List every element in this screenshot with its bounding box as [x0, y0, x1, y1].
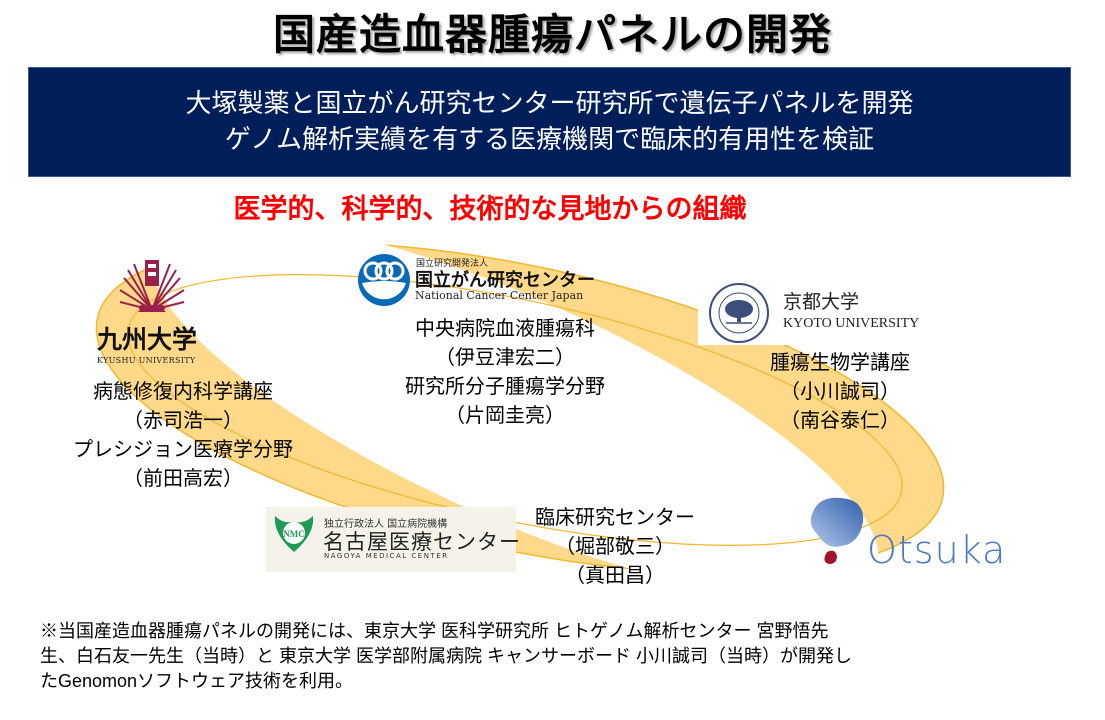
footnote-line: たGenomonソフトウェア技術を利用。 [40, 671, 354, 691]
team-line: プレシジョン医療学分野 [73, 437, 293, 461]
team-line: 臨床研究センター [535, 505, 695, 529]
banner-line-1: 大塚製薬と国立がん研究センター研究所で遺伝子パネルを開発 [185, 89, 914, 119]
team-line: 病態修復内科学講座 [93, 379, 273, 403]
team-line: 研究所分子腫瘍学分野 [405, 374, 605, 398]
team-line: 中央病院血液腫瘍科 [415, 316, 595, 340]
summary-banner: 大塚製薬と国立がん研究センター研究所で遺伝子パネルを開発 ゲノム解析実績を有する… [28, 67, 1071, 177]
team-line: （赤司浩一） [123, 408, 243, 432]
team-line: （前田高宏） [123, 466, 243, 490]
kyoto-emblem-icon [709, 283, 769, 343]
page-title: 国産造血器腫瘍パネルの開発 [272, 10, 832, 59]
otsuka-logo-text: Otsuka [867, 528, 1007, 572]
team-line: （南谷泰仁） [780, 408, 900, 432]
kyoto-logo-en: KYOTO UNIVERSITY [783, 316, 920, 331]
team-line: （片岡圭亮） [445, 403, 565, 427]
nagoya-team: 臨床研究センター （堀部敬三） （真田昌） [520, 503, 710, 590]
team-line: （真田昌） [565, 563, 665, 587]
footnote-line: ※当国産造血器腫瘍パネルの開発には、東京大学 医科学研究所 ヒトゲノム解析センタ… [40, 621, 829, 641]
ncc-logo-en: National Cancer Center Japan [415, 289, 584, 302]
kyushu-emblem-icon [119, 260, 185, 312]
svg-text:NMC: NMC [283, 529, 305, 539]
ncc-logo-sub: 国立研究開発法人 [416, 259, 489, 269]
nmc-emblem-icon: NMC [274, 516, 314, 552]
kyoto-logo-name: 京都大学 [783, 291, 860, 313]
ncc-team: 中央病院血液腫瘍科 （伊豆津宏二） 研究所分子腫瘍学分野 （片岡圭亮） [375, 314, 635, 430]
organization-subtitle: 医学的、科学的、技術的な見地からの組織 [233, 194, 747, 225]
nagoya-logo-box [266, 507, 516, 572]
kyushu-logo-name: 九州大学 [97, 325, 198, 354]
footnote: ※当国産造血器腫瘍パネルの開発には、東京大学 医科学研究所 ヒトゲノム解析センタ… [40, 619, 1070, 694]
team-line: （小川誠司） [780, 379, 900, 403]
team-line: （堀部敬三） [555, 534, 675, 558]
nagoya-logo-en: NAGOYA MEDICAL CENTER [324, 552, 449, 560]
kyoto-team: 腫瘍生物学講座 （小川誠司） （南谷泰仁） [745, 348, 935, 435]
kyushu-logo-en: KYUSHU UNIVERSITY [97, 356, 196, 365]
team-line: 腫瘍生物学講座 [770, 350, 910, 374]
banner-line-2: ゲノム解析実績を有する医療機関で臨床的有用性を検証 [224, 125, 875, 155]
ncc-logo-name: 国立がん研究センター [415, 270, 595, 291]
kyushu-team: 病態修復内科学講座 （赤司浩一） プレシジョン医療学分野 （前田高宏） [58, 377, 308, 493]
team-line: （伊豆津宏二） [435, 345, 575, 369]
otsuka-logo-icon [810, 497, 864, 564]
footnote-line: 生、白石友一先生（当時）と 東京大学 医学部附属病院 キャンサーボード 小川誠司… [40, 646, 852, 666]
nagoya-logo-name: 名古屋医療センター [323, 530, 521, 554]
nagoya-logo-sub: 独立行政法人 国立病院機構 [324, 519, 448, 530]
ncc-emblem-icon [358, 254, 410, 306]
